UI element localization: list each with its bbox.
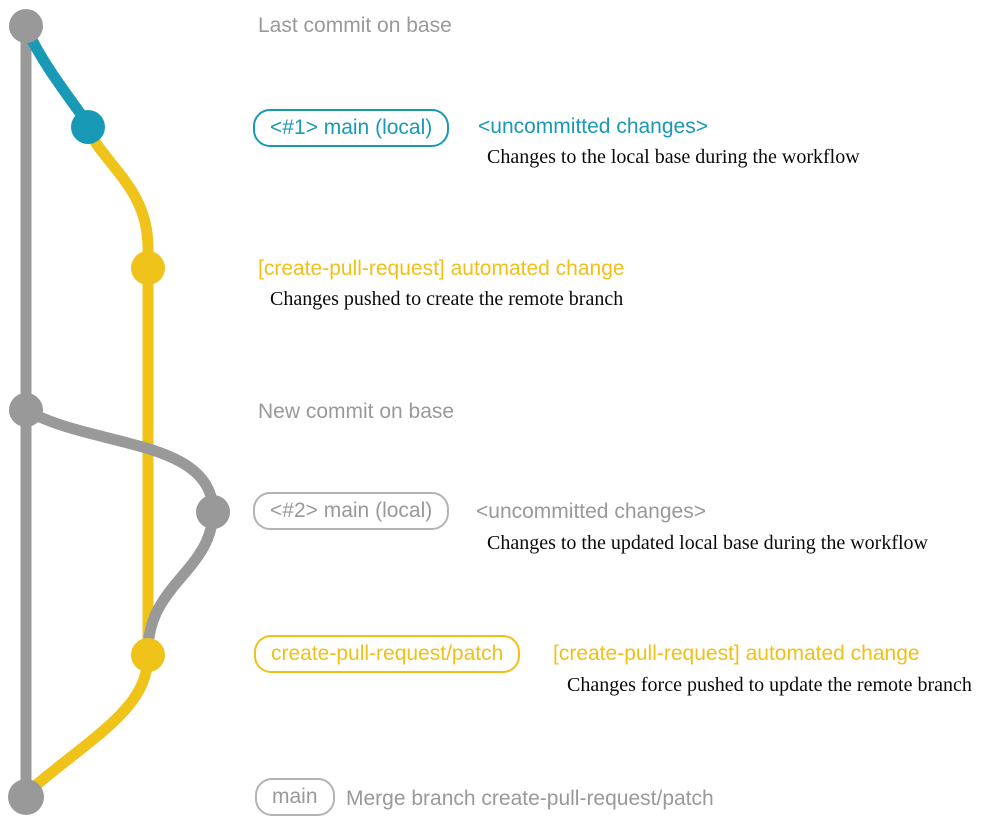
commit-dot-local-head-2 [196, 495, 230, 529]
label-automated-change-1: [create-pull-request] automated change [258, 257, 625, 280]
commit-dot-remote-2 [131, 638, 165, 672]
description-local-changes-2: Changes to the updated local base during… [487, 532, 928, 554]
branch-badge-create-pull-request-patch: create-pull-request/patch [254, 635, 521, 673]
description-pushed-to-create: Changes pushed to create the remote bran… [270, 288, 624, 310]
branch-badge-main-local-2: <#2> main (local) [253, 492, 450, 530]
commit-dot-last-base [9, 9, 43, 43]
branch-badge-main-local-1: <#1> main (local) [253, 109, 450, 147]
force-push-branch-line [142, 506, 219, 654]
label-last-commit-on-base: Last commit on base [258, 14, 452, 37]
rebase-branch-line [20, 404, 219, 518]
label-new-commit-on-base: New commit on base [258, 400, 455, 423]
commit-dot-remote-1 [131, 251, 165, 285]
label-uncommitted-changes-1: <uncommitted changes> [478, 115, 708, 138]
branch-badge-main: main [255, 778, 335, 816]
label-automated-change-2: [create-pull-request] automated change [553, 642, 920, 665]
commit-dot-new-base [9, 393, 43, 427]
description-local-changes-1: Changes to the local base during the wor… [487, 146, 860, 168]
label-uncommitted-changes-2: <uncommitted changes> [476, 500, 706, 523]
remote-branch-line [23, 124, 154, 797]
description-force-pushed: Changes force pushed to update the remot… [567, 674, 972, 696]
commit-dot-local-head-1 [71, 110, 105, 144]
label-merge-branch: Merge branch create-pull-request/patch [346, 787, 714, 810]
commit-dot-merge [8, 779, 44, 815]
local-head-1-branch-line [20, 22, 94, 130]
